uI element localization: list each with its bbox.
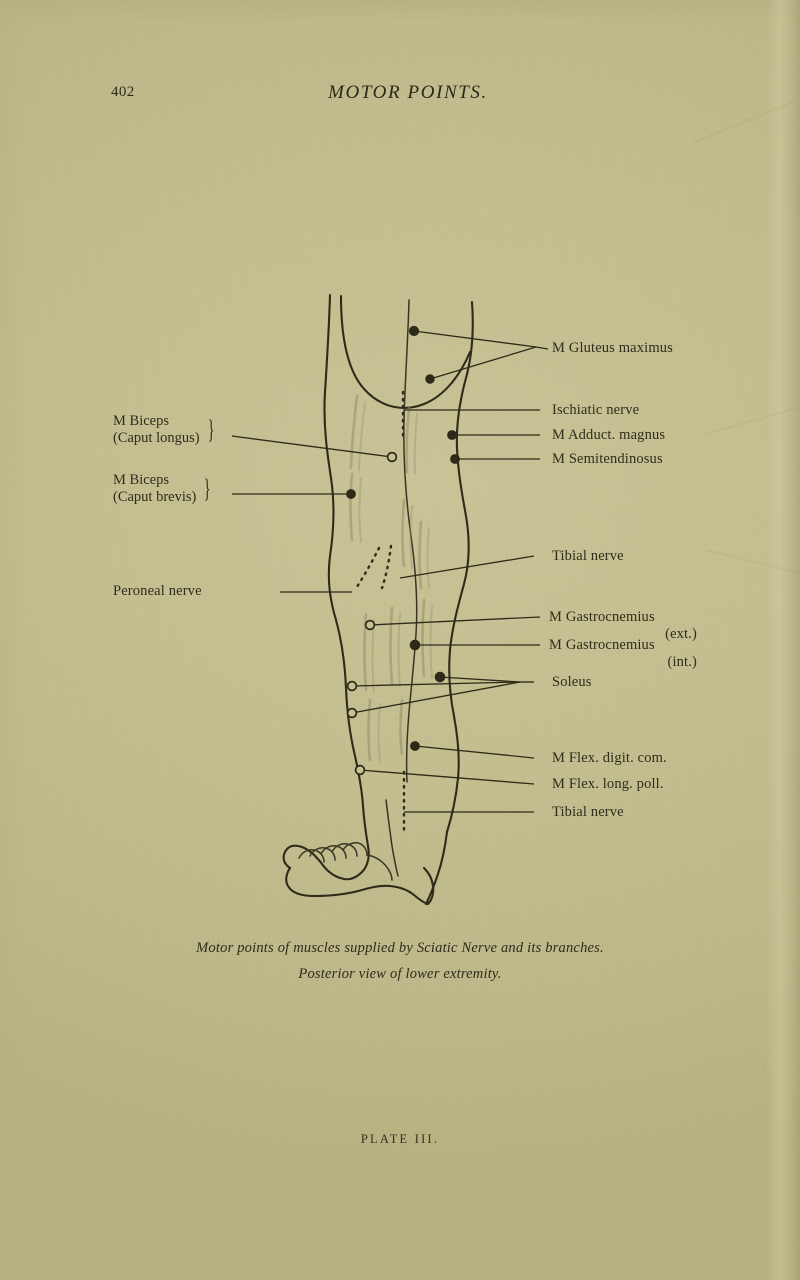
label-flexor-digit-com: M Flex. digit. com. <box>552 750 667 767</box>
label-gluteus-maximus: M Gluteus maximus <box>552 340 673 357</box>
caption-line-2: Posterior view of lower extremity. <box>298 966 502 982</box>
muscle-shading <box>349 394 433 763</box>
label-text: M Gastrocnemius <box>549 637 655 653</box>
motor-point-biceps-brevis <box>346 489 356 499</box>
paper-crease <box>706 548 799 575</box>
label-text: M Adduct. magnus <box>552 427 666 443</box>
label-text: M Gastrocnemius <box>549 609 655 625</box>
label-biceps-caput-brevis: M Biceps (Caput brevis) } <box>113 472 214 505</box>
label-text: Peroneal nerve <box>113 583 202 599</box>
caption-line-1: Motor points of muscles supplied by Scia… <box>196 940 604 956</box>
label-text: M Flex. digit. com. <box>552 750 667 766</box>
label-text: M Gluteus maximus <box>552 340 673 356</box>
label-soleus: Soleus <box>552 674 592 691</box>
motor-point-flexor-digit-com <box>410 741 420 751</box>
label-text: Tibial nerve <box>552 548 624 564</box>
running-head: 402 MOTOR POINTS. <box>0 82 800 110</box>
label-text: Ischiatic nerve <box>552 402 640 418</box>
label-line-1: M Biceps <box>113 413 169 429</box>
label-ischiatic-nerve: Ischiatic nerve <box>552 402 639 419</box>
label-text: Tibial nerve <box>552 804 624 820</box>
motor-points <box>346 325 460 776</box>
label-adductor-magnus: M Adduct. magnus <box>552 427 665 444</box>
motor-point-flexor-long-poll <box>354 764 366 776</box>
motor-point-gastrocnemius-ext <box>364 619 376 631</box>
label-biceps-caput-longus: M Biceps (Caput longus) } <box>113 413 217 446</box>
brace-glyph: } <box>207 414 215 444</box>
motor-point-gastrocnemius-int <box>409 639 421 651</box>
page-number: 402 <box>111 84 135 100</box>
paper-crease <box>701 406 799 437</box>
label-line-1: M Biceps <box>113 472 169 488</box>
limb-inner-seam <box>403 299 418 783</box>
page-edge-left <box>0 0 26 1280</box>
motor-point-soleus-c <box>346 707 358 719</box>
motor-point-biceps-longus <box>386 451 398 463</box>
label-flexor-long-poll: M Flex. long. poll. <box>552 776 664 793</box>
label-gastrocnemius-ext: M Gastrocnemius (ext.) <box>549 609 697 642</box>
page-edge-right <box>766 0 800 1280</box>
tibial-nerve-branch-path <box>380 544 393 590</box>
leg-outline-lateral <box>445 300 474 834</box>
label-peroneal-nerve: Peroneal nerve <box>113 583 202 600</box>
label-tibial-nerve-upper: Tibial nerve <box>552 548 624 565</box>
motor-point-gluteus-lower <box>425 374 435 384</box>
label-gastrocnemius-int: M Gastrocnemius (int.) <box>549 637 697 670</box>
motor-point-soleus-b <box>434 671 446 683</box>
label-tibial-nerve-lower: Tibial nerve <box>552 804 624 821</box>
leg-outline-medial <box>323 293 365 808</box>
page-title: MOTOR POINTS. <box>328 82 488 103</box>
brace-glyph: } <box>204 473 212 503</box>
leader-lines <box>231 330 549 813</box>
motor-point-adductor-magnus <box>447 430 457 440</box>
peroneal-nerve-branch-path <box>353 546 381 592</box>
page-edge-top <box>0 0 800 22</box>
gluteal-fold <box>339 294 472 409</box>
label-text: Soleus <box>552 674 592 690</box>
label-text: M Semitendinosus <box>552 451 663 467</box>
motor-point-semitendinosus <box>450 454 460 464</box>
label-text: M Flex. long. poll. <box>552 776 664 792</box>
ankle-and-achilles <box>360 799 449 906</box>
label-subtext: (int.) <box>667 653 697 670</box>
plate-footer: PLATE III. <box>360 1132 440 1146</box>
label-line-2: (Caput longus) <box>113 429 200 446</box>
motor-point-soleus-a <box>346 680 358 692</box>
label-semitendinosus: M Semitendinosus <box>552 451 663 468</box>
label-subtext: (ext.) <box>665 625 697 642</box>
figure-caption: Motor points of muscles supplied by Scia… <box>0 940 800 983</box>
motor-point-gluteus-upper <box>408 325 420 337</box>
nerve-dotted-paths <box>353 390 406 832</box>
label-line-2: (Caput brevis) <box>113 488 197 505</box>
foot <box>282 842 435 906</box>
